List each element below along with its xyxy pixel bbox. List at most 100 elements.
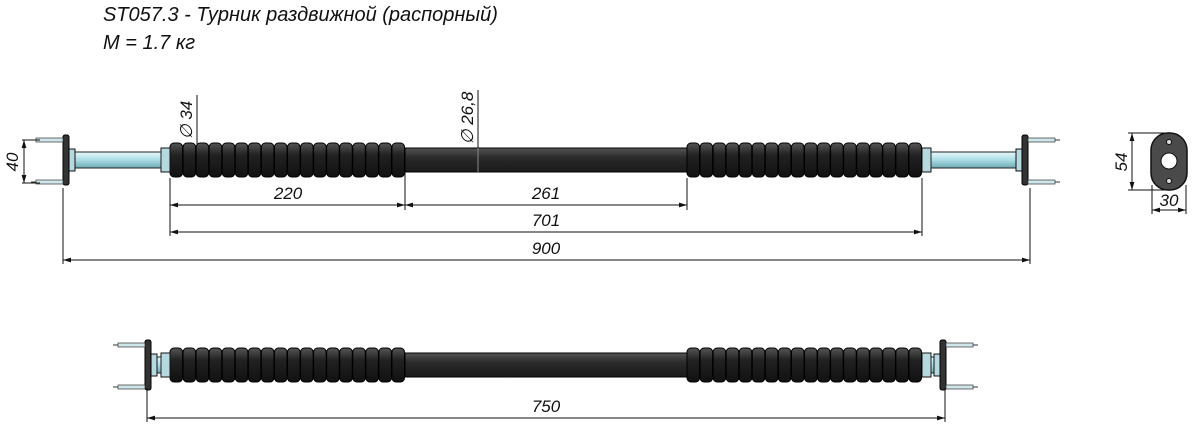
grip-rib — [790, 142, 805, 178]
grip-rib — [869, 142, 883, 178]
grip-rib — [326, 142, 340, 178]
bar-extended-view — [31, 134, 1060, 186]
grip-rib — [208, 142, 223, 178]
flange — [62, 134, 70, 186]
grip-rib — [908, 347, 923, 383]
grip-rib — [790, 347, 805, 383]
grip-rib — [686, 142, 701, 178]
grip-rib — [273, 142, 288, 178]
nut — [160, 352, 171, 378]
grip-rib — [313, 142, 327, 178]
grip-rib — [843, 347, 857, 383]
dim-max-length: 900 — [532, 239, 561, 258]
grip-rib — [260, 347, 275, 383]
grip-rib — [908, 142, 923, 178]
dim-mount-height: 40 — [3, 152, 22, 171]
dim-grip-length: 220 — [273, 184, 303, 203]
middle-tube — [404, 147, 688, 173]
grip-rib — [195, 347, 210, 383]
dim-min-length: 750 — [532, 397, 561, 416]
grip-rib — [339, 142, 353, 178]
dim-grips-span: 701 — [532, 211, 560, 230]
grip-rib — [817, 347, 831, 383]
grip-rib — [326, 347, 340, 383]
dimension-lines — [21, 90, 1187, 422]
screw — [945, 384, 974, 390]
grip-rib — [856, 142, 870, 178]
grip-rib — [777, 142, 792, 178]
dim-flange-width: 30 — [1160, 191, 1179, 210]
screw — [1027, 179, 1056, 185]
grip-rib — [287, 347, 301, 383]
nut — [921, 147, 932, 173]
grip-rib — [764, 142, 779, 178]
grip-rib — [738, 347, 753, 383]
screw — [117, 342, 146, 348]
nut — [160, 147, 171, 173]
grip-rib — [300, 347, 314, 383]
dim-tube-diameter: ∅ 26,8 — [458, 91, 477, 144]
flange — [939, 339, 947, 391]
dim-middle-length: 261 — [531, 184, 560, 203]
grip-rib — [712, 347, 727, 383]
grip-rib — [830, 142, 844, 178]
telescopic-rod — [74, 151, 162, 169]
grip-rib — [895, 347, 909, 383]
grip-rib — [300, 142, 314, 178]
grip-rib — [234, 142, 249, 178]
grip-rib — [378, 347, 392, 383]
drawing-title: ST057.3 - Турник раздвижной (распорный) — [103, 4, 498, 26]
grip-rib — [247, 142, 262, 178]
grip-rib — [352, 142, 366, 178]
grip-rib — [804, 347, 818, 383]
grip-rib — [234, 347, 249, 383]
screw — [1027, 137, 1056, 143]
grip-rib — [352, 347, 366, 383]
dim-flange-height: 54 — [1112, 153, 1131, 172]
grip-rib — [169, 142, 184, 178]
grip-rib — [378, 142, 392, 178]
grip-rib — [313, 347, 327, 383]
grip-rib — [817, 142, 831, 178]
grip-rib — [208, 347, 223, 383]
bar-collapsed-view — [113, 339, 978, 391]
grip-rib — [882, 347, 896, 383]
grip-rib — [169, 347, 184, 383]
grip-rib — [882, 142, 896, 178]
grip-rib — [287, 142, 301, 178]
grip-rib — [365, 142, 379, 178]
grip-rib — [699, 142, 714, 178]
grip-rib — [895, 142, 909, 178]
grip-rib — [221, 142, 236, 178]
grip-rib — [738, 142, 753, 178]
grip-rib — [843, 142, 857, 178]
screw — [35, 137, 64, 143]
grip-rib — [725, 347, 740, 383]
telescopic-rod — [156, 356, 162, 374]
grip-rib — [712, 142, 727, 178]
grip-rib — [182, 347, 197, 383]
flange — [1021, 134, 1029, 186]
middle-tube — [404, 352, 688, 378]
telescopic-rod — [930, 151, 1017, 169]
grip-rib — [365, 347, 379, 383]
grip-rib — [260, 142, 275, 178]
dim-grip-diameter: ∅ 34 — [177, 101, 196, 139]
grip-rib — [764, 347, 779, 383]
grip-rib — [391, 142, 406, 178]
grip-rib — [273, 347, 288, 383]
grip-rib — [804, 142, 818, 178]
nut — [921, 352, 932, 378]
grip-rib — [247, 347, 262, 383]
grip-rib — [777, 347, 792, 383]
grip-rib — [686, 347, 701, 383]
grip-rib — [182, 142, 197, 178]
screw — [35, 179, 64, 185]
screw — [945, 342, 974, 348]
flange-profile-view — [1150, 132, 1188, 191]
grip-rib — [221, 347, 236, 383]
grip-rib — [699, 347, 714, 383]
grip-rib — [391, 347, 406, 383]
mass-label: M = 1.7 кг — [103, 32, 196, 54]
